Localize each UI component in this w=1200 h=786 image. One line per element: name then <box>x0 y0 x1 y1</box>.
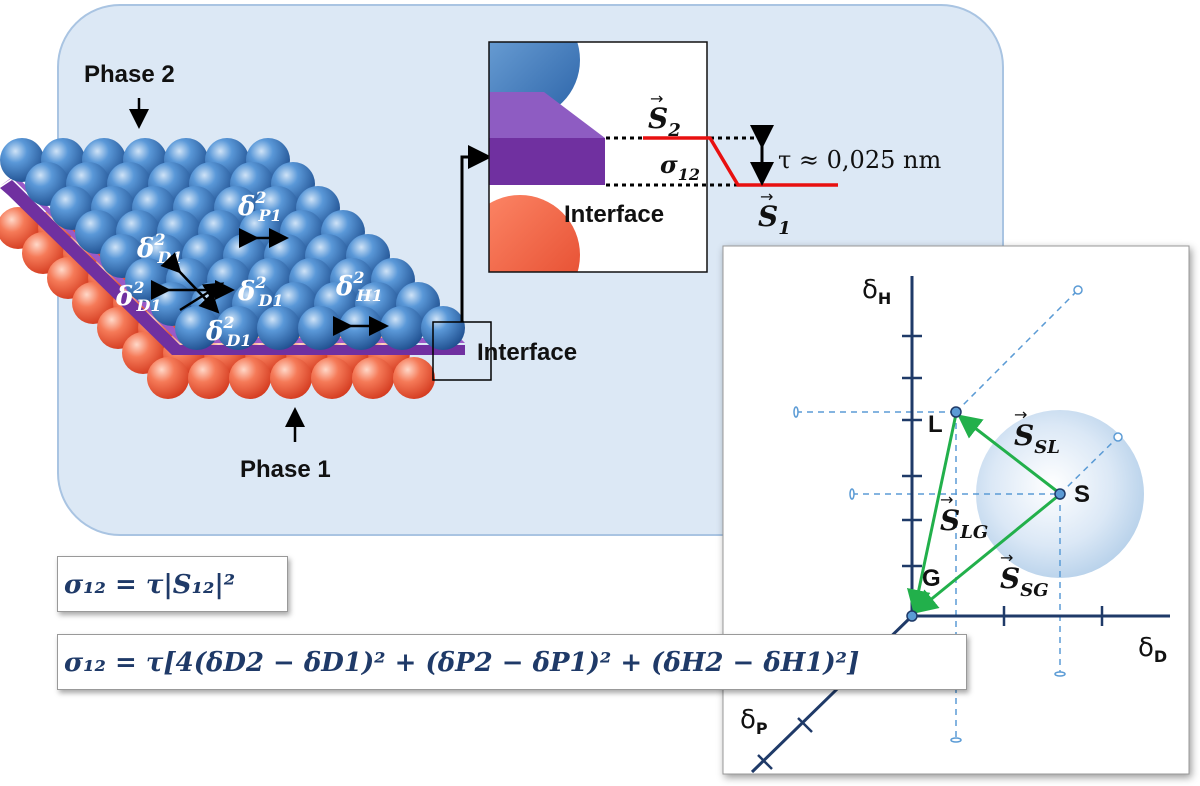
surface-profile <box>606 125 838 187</box>
phase2-sphere-layer <box>0 138 465 350</box>
point-G-label: G <box>922 565 941 592</box>
formula-tension-expanded: σ₁₂ = τ[4(δD2 − δD1)² + (δP2 − δP1)² + (… <box>57 634 967 690</box>
interface-sheet <box>0 180 465 355</box>
formula-tension-simple: σ₁₂ = τ|S₁₂|² <box>57 556 288 612</box>
formula-1-text: σ₁₂ = τ|S₁₂|² <box>64 570 236 600</box>
point-S-label: S <box>1074 481 1090 508</box>
sphere <box>175 306 219 350</box>
vector-slg-arrow: → <box>940 490 953 509</box>
thickness-label: τ ≈ 0,025 nm <box>778 146 941 174</box>
interface-inset-label: Interface <box>564 201 664 228</box>
interaction-arrows <box>151 228 389 336</box>
interface-inset <box>488 41 708 273</box>
sphere <box>270 357 312 399</box>
sphere <box>147 357 189 399</box>
s1-label: S1 <box>758 200 791 239</box>
s2-label: S2 <box>648 102 681 141</box>
vector-ssl-arrow: → <box>1014 405 1027 424</box>
sphere <box>311 357 353 399</box>
sphere <box>421 306 465 350</box>
s2-vec-arrow: → <box>650 89 663 108</box>
sphere <box>216 306 260 350</box>
sphere <box>339 306 383 350</box>
sphere <box>257 306 301 350</box>
phase2-label: Phase 2 <box>84 61 175 88</box>
interface-connector <box>460 145 492 322</box>
vector-ssg-arrow: → <box>1000 548 1013 567</box>
s1-vec-arrow: → <box>760 187 773 206</box>
sphere <box>229 357 271 399</box>
interface-main-label: Interface <box>477 339 577 366</box>
sphere <box>380 306 424 350</box>
sphere <box>393 357 435 399</box>
phase1-label: Phase 1 <box>240 456 331 483</box>
sphere <box>188 357 230 399</box>
formula-2-text: σ₁₂ = τ[4(δD2 − δD1)² + (δP2 − δP1)² + (… <box>64 648 860 678</box>
sphere <box>352 357 394 399</box>
point-L-label: L <box>928 411 943 438</box>
sphere <box>298 306 342 350</box>
